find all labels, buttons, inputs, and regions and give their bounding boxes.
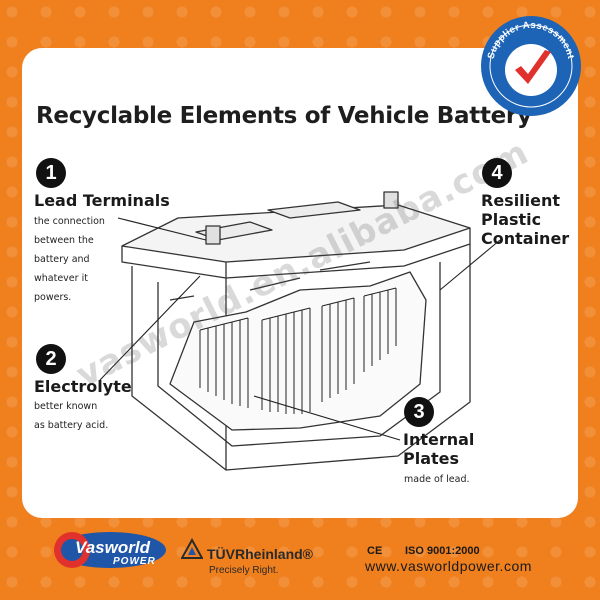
element-2-description: better known as battery acid. [34,401,109,431]
cert-name: TÜVRheinland® [207,546,313,562]
page-title: Recyclable Elements of Vehicle Battery [36,103,532,129]
element-4-number: 4 [482,158,512,188]
leader-line-3 [253,395,401,441]
supplier-assessment-badge: Supplier Assessment [481,16,581,116]
element-1-description: the connection between the battery and w… [34,216,105,303]
element-1-number: 1 [36,158,66,188]
website-link[interactable]: www.vasworldpower.com [365,558,532,574]
leader-line-4 [439,239,501,291]
element-1-heading: Lead Terminals [34,191,170,210]
check-icon [515,50,551,84]
brand-name: Vasworld [75,538,150,557]
element-2-number: 2 [36,344,66,374]
brand-sub: POWER [113,556,156,567]
tuv-triangle-icon [181,538,203,559]
element-3-description: made of lead. [404,474,470,485]
element-2-heading: Electrolyte [34,377,132,396]
cert-tagline: Precisely Right. [209,565,279,576]
element-3-heading: Internal Plates [403,430,475,468]
leader-line-1 [117,217,207,241]
element-3-number: 3 [404,397,434,427]
element-4-heading: Resilient Plastic Container [481,191,570,248]
vasworld-logo-icon [54,532,166,568]
ce-mark: CE [367,545,383,557]
diagram-panel [22,48,578,518]
iso-mark: ISO 9001:2000 [405,545,480,557]
leader-line-2 [99,275,201,381]
